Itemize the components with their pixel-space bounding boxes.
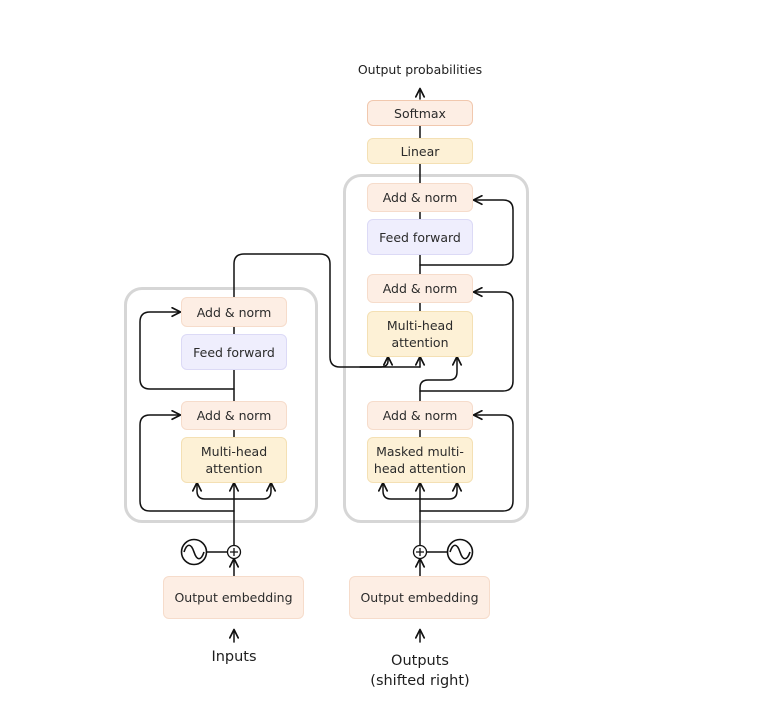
encoder-embedding-box: Output embedding xyxy=(163,576,304,619)
decoder-residual-3 xyxy=(419,194,514,266)
decoder-cross-attention: Multi-head attention xyxy=(367,311,473,357)
decoder-feed-forward: Feed forward xyxy=(367,219,473,255)
encoder-add-norm-bottom: Add & norm xyxy=(181,401,287,430)
linear-box: Linear xyxy=(367,138,473,164)
encoder-add-norm-top: Add & norm xyxy=(181,297,287,327)
inputs-label: Inputs xyxy=(211,649,257,665)
decoder-query-wire xyxy=(419,355,463,402)
decoder-residual-2 xyxy=(419,286,514,392)
outputs-label-line2: (shifted right) xyxy=(370,673,470,689)
softmax-box: Softmax xyxy=(367,100,473,126)
encoder-feed-forward: Feed forward xyxy=(181,334,287,370)
cross-attn-key-arrow xyxy=(359,355,394,368)
decoder-attn-right-branch xyxy=(419,481,463,500)
decoder-residual-1 xyxy=(419,409,514,512)
decoder-attn-left-branch xyxy=(377,481,421,500)
decoder-frame xyxy=(343,174,529,523)
decoder-add-norm-middle: Add & norm xyxy=(367,274,473,303)
encoder-attn-right-branch xyxy=(233,481,277,500)
encoder-frame xyxy=(124,287,318,523)
outputs-label: Outputs (shifted right) xyxy=(350,651,490,693)
encoder-positional-encoding-icon xyxy=(180,538,208,566)
encoder-to-decoder-wire xyxy=(233,253,421,368)
encoder-residual-1 xyxy=(139,409,235,512)
decoder-masked-attention: Masked multi- head attention xyxy=(367,437,473,483)
encoder-multi-head-attention: Multi-head attention xyxy=(181,437,287,483)
encoder-sum-node xyxy=(226,544,242,560)
output-probabilities-label: Output probabilities xyxy=(357,62,483,77)
decoder-positional-encoding-icon xyxy=(446,538,474,566)
decoder-add-norm-bottom: Add & norm xyxy=(367,401,473,430)
decoder-sum-node xyxy=(412,544,428,560)
decoder-embedding-box: Output embedding xyxy=(349,576,490,619)
encoder-residual-2 xyxy=(139,306,235,390)
encoder-attn-left-branch xyxy=(191,481,235,500)
decoder-add-norm-top: Add & norm xyxy=(367,183,473,212)
outputs-label-line1: Outputs xyxy=(391,653,449,669)
